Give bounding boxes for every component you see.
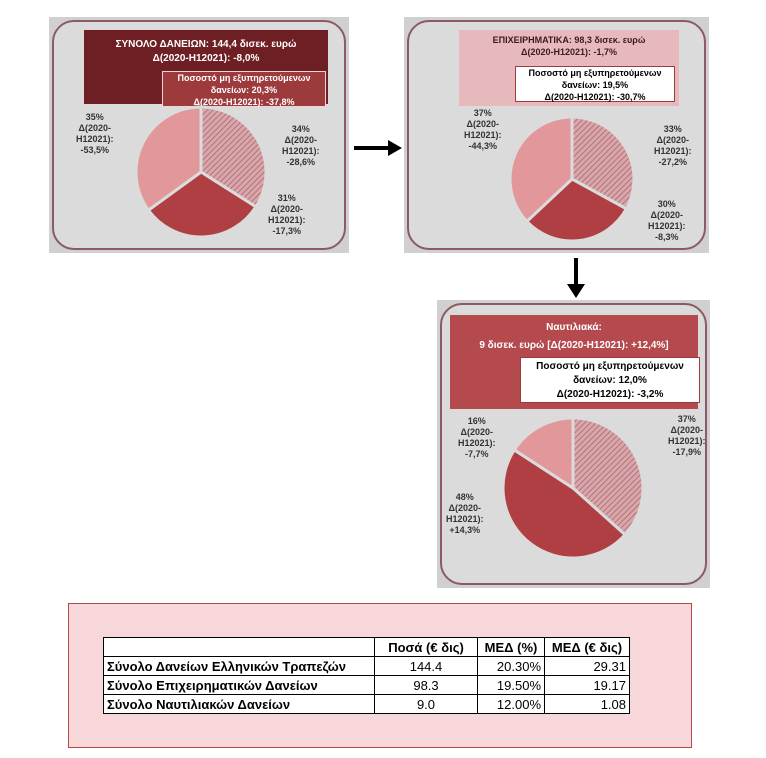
pie-2-slice-red [524,177,629,243]
table-cell-npl-percent: 12.00% [477,694,545,714]
panel-3-npl-line-3: Δ(2020-H12021): -3,2% [556,389,664,400]
panel-2-npl-line-3: Δ(2020-H12021): -30,7% [544,92,646,102]
table-cell-label: Σύνολο Δανείων Ελληνικών Τραπεζών [103,656,375,676]
panel-3-title-line-2: 9 δισεκ. ευρώ [Δ(2020-H12021): +12,4%] [479,340,669,351]
table-cell-label: Σύνολο Ναυτιλιακών Δανείων [103,694,375,714]
panel-3-slice-label-3: 48%Δ(2020-H12021):+14,3% [446,492,484,535]
panel-3-title-line-1: Ναυτιλιακά: [546,322,602,333]
panel-2-title-line-1: ΕΠΙΧΕΙΡΗΜΑΤΙΚΑ: 98,3 δισεκ. ευρώ [492,35,646,45]
table-cell-label: Σύνολο Επιχειρηματικών Δανείων [103,675,375,695]
table-header-blank [103,637,375,657]
table-header-npl-percent: ΜΕΔ (%) [477,637,545,657]
panel-1-title-line-1: ΣΥΝΟΛΟ ΔΑΝΕΙΩΝ: 144,4 δισεκ. ευρώ [115,39,297,50]
panel-2-title-line-2: Δ(2020-H12021): -1,7% [520,47,618,57]
panel-3-npl-box: Ποσοστό μη εξυπηρετούμενων δανείων: 12,0… [520,357,700,403]
table-row: Σύνολο Ναυτιλιακών Δανείων 9.0 12.00% 1.… [103,694,630,714]
panel-2-slice-label-1: 37%Δ(2020-H12021):-44,3% [464,108,502,151]
pie-2-slice-pink [508,115,574,224]
table-header-npl-amount: ΜΕΔ (€ δις) [544,637,630,657]
panel-1-npl-line-3: Δ(2020-H12021): -37,8% [193,97,295,107]
panel-1-title-line-2: Δ(2020-H12021): -8,0% [152,53,260,64]
panel-1-npl-box: Ποσοστό μη εξυπηρετούμενων δανείων: 20,3… [162,71,326,107]
panel-1-npl-line-1: Ποσοστό μη εξυπηρετούμενων [177,73,311,83]
table-cell-amount: 98.3 [374,675,478,695]
panel-1-slice-label-2: 34%Δ(2020-H12021):-28,6% [282,124,320,167]
panel-2-npl-line-2: δανείων: 19,5% [561,80,629,90]
table-header-row: Ποσά (€ δις) ΜΕΔ (%) ΜΕΔ (€ δις) [103,637,630,657]
table-cell-npl-percent: 20.30% [477,656,545,676]
panel-2-slice-label-2: 33%Δ(2020-H12021):-27,2% [654,124,692,167]
pie-3-slice-pink [512,416,575,491]
panel-2-slice-label-3: 30%Δ(2020-H12021):-8,3% [648,199,686,242]
panel-2-npl-line-1: Ποσοστό μη εξυπηρετούμενων [528,68,662,78]
pie-3-slice-red [501,447,628,560]
table-row: Σύνολο Επιχειρηματικών Δανείων 98.3 19.5… [103,675,630,695]
panel-3-npl-line-1: Ποσοστό μη εξυπηρετούμενων [536,361,684,372]
panel-2-npl-box: Ποσοστό μη εξυπηρετούμενων δανείων: 19,5… [515,66,675,102]
table-header-amount: Ποσά (€ δις) [374,637,478,657]
panel-3-npl-line-2: δανείων: 12,0% [573,375,647,386]
summary-table-panel: Ποσά (€ δις) ΜΕΔ (%) ΜΕΔ (€ δις) Σύνολο … [68,603,692,748]
pie-1-slice-pink [134,105,203,213]
table-cell-npl-amount: 29.31 [544,656,630,676]
panel-1-slice-label-1: 35%Δ(2020-H12021):-53,5% [76,112,114,155]
table-cell-npl-amount: 19.17 [544,675,630,695]
table-cell-amount: 144.4 [374,656,478,676]
summary-table: Ποσά (€ δις) ΜΕΔ (%) ΜΕΔ (€ δις) Σύνολο … [103,637,630,714]
panel-3-slice-label-1: 16%Δ(2020-H12021):-7,7% [458,416,496,459]
panel-1-slice-label-3: 31%Δ(2020-H12021):-17,3% [268,193,306,236]
chart-panel-2: ΕΠΙΧΕΙΡΗΜΑΤΙΚΑ: 98,3 δισεκ. ευρώ Δ(2020-… [407,20,706,250]
panel-3-slice-label-2: 37%Δ(2020-H12021):-17,9% [668,414,706,457]
table-cell-amount: 9.0 [374,694,478,714]
table-cell-npl-percent: 19.50% [477,675,545,695]
panel-1-npl-line-2: δανείων: 20,3% [210,85,278,95]
arrow-down-icon [567,258,585,298]
table-row: Σύνολο Δανείων Ελληνικών Τραπεζών 144.4 … [103,656,630,676]
pie-3-slice-hatch [571,416,645,537]
arrow-right-icon [354,140,402,156]
pie-1-slice-red [146,170,258,239]
table-cell-npl-amount: 1.08 [544,694,630,714]
